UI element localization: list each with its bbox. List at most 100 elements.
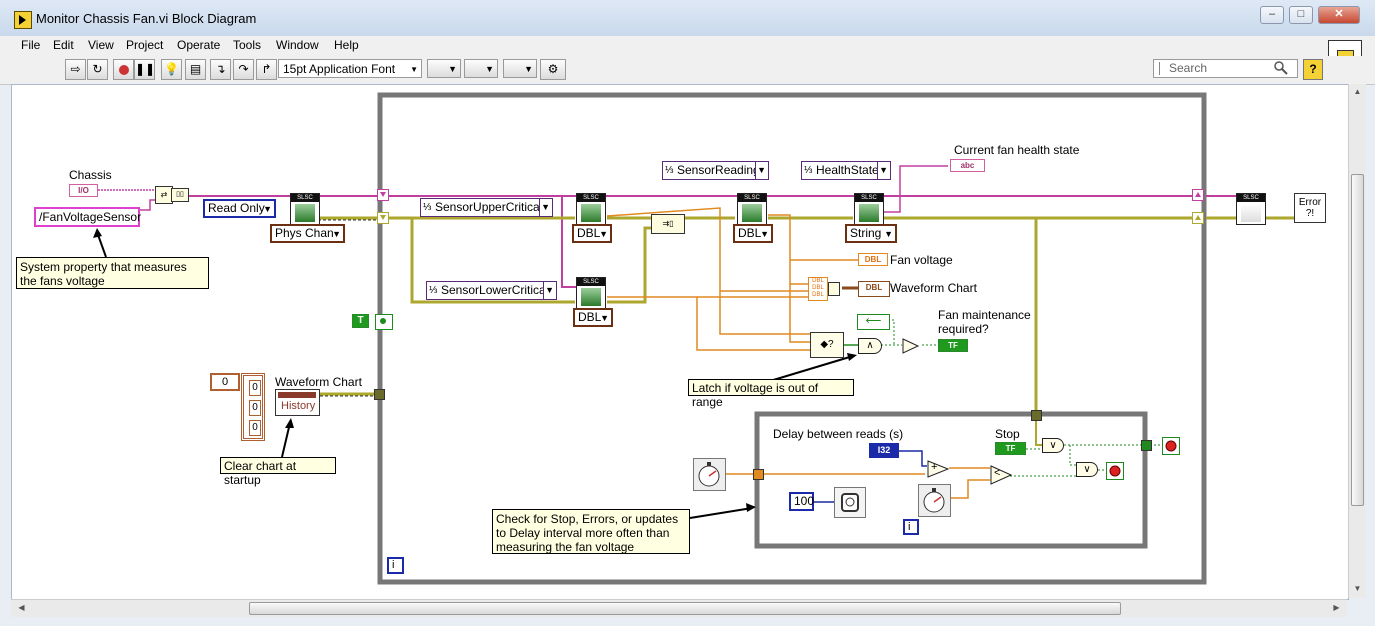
history-array-constant[interactable]: 0 0 0 [241,373,265,441]
add-gate[interactable]: + [927,460,949,478]
menu-window[interactable]: Window [276,38,319,52]
step-out-icon[interactable]: ↱ [256,59,277,80]
step-into-icon[interactable]: ↴ [210,59,231,80]
slsc-header: SLSC [1237,194,1265,202]
toolbar: ⇨ ↻ ❚❚ 💡 ▤ ↴ ↷ ↱ 15pt Application Font ▼… [0,56,1375,85]
waveform-chart-terminal: DBL [858,281,890,297]
fan-voltage-sensor-constant[interactable]: /FanVoltageSensor [34,207,141,227]
current-fan-health-state-label: Current fan health state [954,143,1080,157]
hundred-constant[interactable]: 100 [789,492,814,511]
chassis-label: Chassis [69,168,112,182]
stop-tunnel [1141,440,1152,451]
dbl-type-ring-reading[interactable]: DBL [733,224,773,243]
scroll-left-icon[interactable]: ◀ [18,603,25,612]
pause-icon[interactable]: ❚❚ [134,59,155,80]
close-button[interactable]: ✕ [1318,6,1360,24]
tick-count-timer-icon-2[interactable] [918,484,951,517]
reorder-icon[interactable]: ▼ [503,59,537,78]
horizontal-scrollbar[interactable]: ◀ ▶ [11,599,1347,617]
fan-maintenance-label: Fan maintenance required? [938,308,1031,336]
or-gate-1[interactable]: ∨ [1042,438,1064,453]
array-element-0[interactable]: 0 [249,380,261,396]
maximize-button[interactable]: □ [1289,6,1313,24]
fan-maintenance-indicator: TF [938,339,968,352]
font-selector[interactable]: 15pt Application Font [278,59,422,79]
run-continuously-icon[interactable]: ↻ [87,59,108,80]
align-objects-icon[interactable]: ▼ [427,59,461,78]
menu-view[interactable]: View [88,38,114,52]
not-gate[interactable] [902,338,920,354]
health-state-property[interactable]: HealthState [801,161,891,180]
slsc-header: SLSC [577,278,605,286]
health-state-indicator: abc [950,159,985,172]
scroll-up-icon[interactable]: ▲ [1353,87,1362,96]
fan-voltage-indicator: DBL [858,253,888,266]
scroll-right-icon[interactable]: ▶ [1333,603,1340,612]
context-help-button[interactable]: ? [1303,59,1323,80]
array-element-1[interactable]: 0 [249,400,261,416]
slsc-read-reading-node[interactable]: SLSC [737,193,767,225]
less-than-gate[interactable]: < [990,465,1012,485]
slsc-read-lower-node[interactable]: SLSC [576,277,606,309]
minimize-button[interactable]: – [1260,6,1284,24]
waveform-chart-label: Waveform Chart [890,281,977,295]
slsc-read-health-node[interactable]: SLSC [854,193,884,225]
chassis-io-constant[interactable]: I/O [69,184,98,197]
read-only-ring[interactable]: Read Only [203,199,276,218]
menu-help[interactable]: Help [334,38,359,52]
slsc-close-node[interactable]: SLSC [1236,193,1266,225]
or-gate-2[interactable]: ∨ [1076,462,1098,477]
menu-project[interactable]: Project [126,38,164,52]
sensor-upper-critical-property[interactable]: SensorUpperCritical [420,198,553,217]
array-index-display[interactable]: 0 [210,373,240,391]
scroll-down-icon[interactable]: ▼ [1353,584,1362,593]
array-element-2[interactable]: 0 [249,420,261,436]
string-type-ring[interactable]: String [845,224,897,243]
slsc-body-icon [742,204,762,222]
abort-icon[interactable] [113,59,134,80]
and-gate[interactable]: ∧ [858,338,882,354]
phys-chan-ring[interactable]: Phys Chan [270,224,345,243]
simple-error-handler-icon[interactable]: Error?! [1294,193,1326,223]
vertical-scrollbar[interactable]: ▲ ▼ [1348,84,1366,598]
slsc-read-upper-node[interactable]: SLSC [576,193,606,225]
menu-file[interactable]: File [21,38,41,52]
less-symbol: < [994,467,1001,479]
distribute-objects-icon[interactable]: ▼ [464,59,498,78]
history-property-node[interactable]: History [275,389,320,416]
run-arrow-icon[interactable]: ⇨ [65,59,86,80]
delay-control-i32: I32 [869,443,899,458]
wait-ms-icon[interactable] [834,487,866,518]
error-handler-label: Error [1298,197,1322,208]
feedback-node[interactable]: ⟵ [857,314,890,330]
menu-operate[interactable]: Operate [177,38,221,52]
magnifier-icon[interactable] [1274,61,1288,75]
comment-system-property: System property that measures the fans v… [16,257,209,289]
tick-count-timer-icon[interactable] [693,458,726,491]
horizontal-scroll-thumb[interactable] [249,602,1121,615]
step-over-icon[interactable]: ↷ [233,59,254,80]
menu-tools[interactable]: Tools [233,38,262,52]
cleanup-diagram-icon[interactable]: ⚙ [540,59,566,80]
true-constant[interactable]: T [352,314,369,328]
dbl-type-ring-lower[interactable]: DBL [573,308,613,327]
highlight-execution-icon[interactable]: 💡 [161,59,182,80]
slsc-open-node[interactable]: SLSC [290,193,320,225]
dbl-type-ring-upper[interactable]: DBL [572,224,612,243]
search-input[interactable]: Search [1153,59,1298,78]
sensor-reading-property[interactable]: SensorReading [662,161,769,180]
refnum-icon[interactable]: ▯▯ [171,188,189,202]
sensor-lower-critical-property[interactable]: SensorLowerCritical [426,281,557,300]
menu-edit[interactable]: Edit [53,38,74,52]
merge-errors-icon[interactable]: ⇉▯ [651,214,685,234]
retain-wire-values-icon[interactable]: ▤ [185,59,206,80]
in-range-coerce-icon[interactable]: ◆? [810,332,844,358]
bundle-icon[interactable] [828,282,840,296]
vertical-scroll-thumb[interactable] [1351,174,1364,506]
build-path-icon[interactable]: ⇄ [155,186,173,204]
error-inner-tunnel [1031,410,1042,421]
waveform-chart-history-label: Waveform Chart [275,375,362,389]
comment-latch: Latch if voltage is out of range [688,379,854,409]
labview-app-icon [14,11,32,29]
